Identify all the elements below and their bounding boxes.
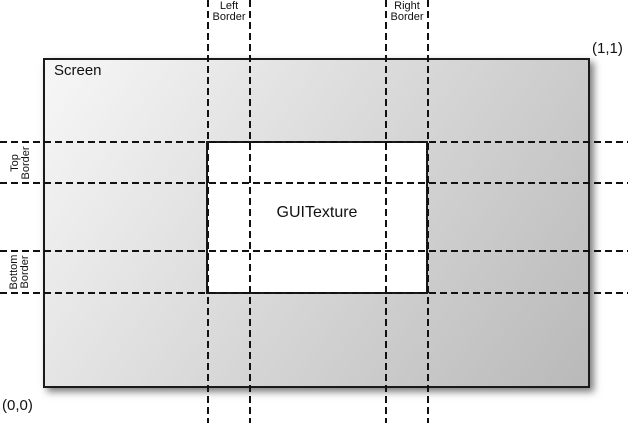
bottom-border-label-line2: Border <box>19 255 31 289</box>
right-border-label-line2: Border <box>390 11 424 23</box>
guitexture-rect <box>206 141 428 294</box>
coord-label-top-right: (1,1) <box>592 40 623 57</box>
bottom-border-label: Bottom Border <box>8 248 33 296</box>
guitexture-label: GUITexture <box>276 204 358 221</box>
left-border-label-line2: Border <box>212 11 246 23</box>
screen-label: Screen <box>54 62 102 79</box>
coord-label-bottom-left: (0,0) <box>2 397 33 414</box>
left-border-label: Left Border <box>207 1 251 23</box>
top-border-label-line2: Border <box>20 146 32 180</box>
top-border-label: Top Border <box>9 141 34 185</box>
right-border-label: Right Border <box>385 1 429 23</box>
left-border-label-line1: Left <box>219 0 239 12</box>
right-border-label-line1: Right <box>394 0 420 12</box>
